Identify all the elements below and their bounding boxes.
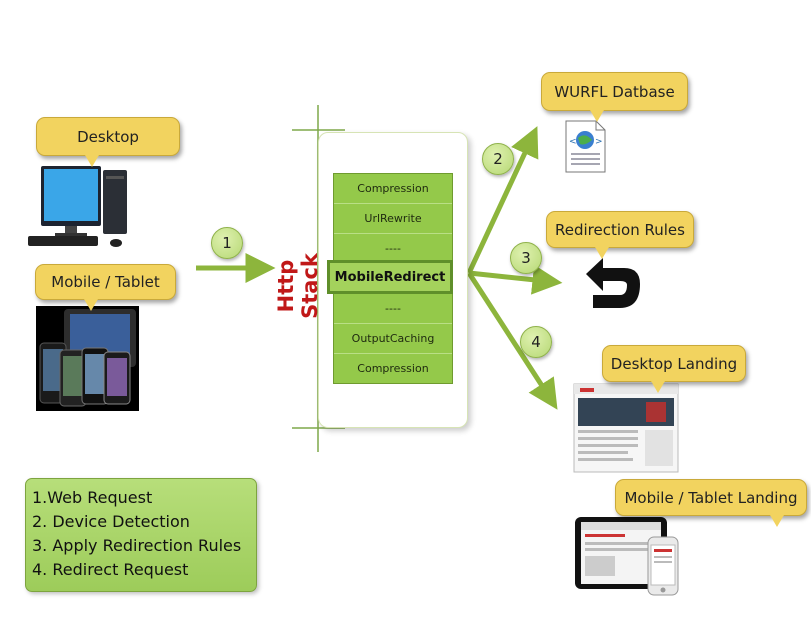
arrow-to-rules	[468, 264, 563, 295]
step-marker-3: 3	[510, 242, 542, 274]
arrow-to-wurfl	[466, 126, 539, 275]
arrow-to-landing	[466, 271, 558, 410]
mobile-landing-callout-label: Mobile / Tablet Landing	[624, 488, 798, 507]
mobile-tablet-callout: Mobile / Tablet	[35, 264, 176, 311]
step-item-1: 1.Web Request	[32, 488, 153, 507]
desktop-callout: Desktop	[36, 117, 180, 167]
redirect-arrow-icon	[586, 258, 640, 308]
stack-row-urlrewrite: UrlRewrite	[334, 204, 452, 234]
stack-row-separator: ----	[334, 294, 452, 324]
step-item-4: 4. Redirect Request	[32, 560, 189, 579]
step-marker-2: 2	[482, 143, 514, 175]
desktop-landing-thumbnail	[573, 383, 679, 473]
stack-row-compression: Compression	[357, 362, 429, 375]
redirection-rules-callout: Redirection Rules	[546, 211, 694, 259]
xml-document-icon: < >	[565, 120, 606, 173]
stack-row-compression: Compression	[334, 174, 452, 204]
steps-legend: 1.Web Request 2. Device Detection 3. App…	[25, 478, 257, 592]
step-item-3: 3. Apply Redirection Rules	[32, 536, 242, 555]
svg-text:<: <	[569, 137, 577, 147]
http-stack-title: Http Stack	[274, 253, 322, 319]
mobile-tablet-callout-label: Mobile / Tablet	[51, 273, 160, 291]
step-marker-4: 4	[520, 326, 552, 358]
wurfl-callout: WURFL Datbase	[541, 72, 688, 122]
wurfl-callout-label: WURFL Datbase	[554, 82, 675, 101]
step-item-2: 2. Device Detection	[32, 512, 190, 531]
mobile-devices-icon	[36, 306, 139, 411]
stack-row-outputcaching: OutputCaching	[334, 324, 452, 354]
mobile-landing-thumbnail	[575, 517, 679, 596]
mobile-landing-callout: Mobile / Tablet Landing	[615, 479, 807, 527]
step-marker-1: 1	[211, 227, 243, 259]
desktop-callout-label: Desktop	[77, 127, 139, 146]
svg-text:>: >	[595, 137, 603, 147]
redirection-rules-callout-label: Redirection Rules	[555, 220, 685, 239]
stack-row-mobileredirect: MobileRedirect	[327, 260, 453, 294]
desktop-landing-callout-label: Desktop Landing	[610, 354, 738, 373]
desktop-landing-callout: Desktop Landing	[602, 345, 746, 393]
desktop-computer-icon	[28, 166, 127, 247]
